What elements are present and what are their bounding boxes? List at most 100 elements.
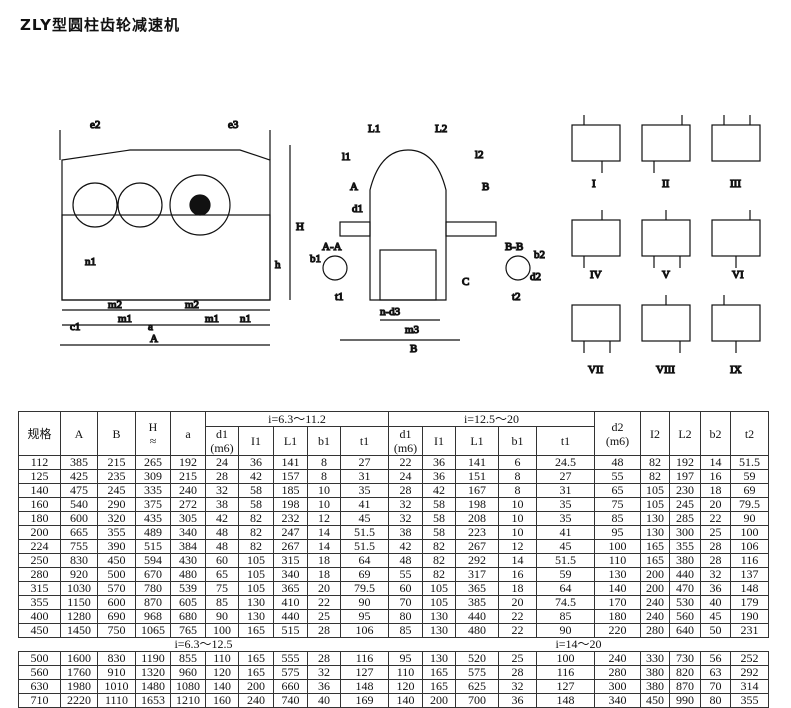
table-cell: 140 bbox=[18, 483, 61, 498]
table-cell: 65 bbox=[594, 483, 641, 498]
label-l2: l2 bbox=[475, 149, 484, 161]
table-cell: 910 bbox=[97, 665, 136, 680]
table-cell: 1320 bbox=[135, 665, 171, 680]
table-cell: 100 bbox=[536, 651, 595, 666]
table-cell: 82 bbox=[238, 511, 274, 526]
table-cell: 1653 bbox=[135, 693, 171, 708]
table-cell: 215 bbox=[97, 455, 136, 470]
table-cell: 85 bbox=[205, 595, 239, 610]
table-cell: 40 bbox=[700, 595, 731, 610]
table-cell: 185 bbox=[273, 483, 308, 498]
table-cell: 59 bbox=[536, 567, 595, 582]
table-cell: 25 bbox=[307, 609, 341, 624]
table-cell: 130 bbox=[640, 511, 670, 526]
table-cell: 215 bbox=[170, 469, 206, 484]
header-B: B bbox=[97, 411, 136, 456]
table-cell: 120 bbox=[205, 665, 239, 680]
table-cell: 105 bbox=[422, 595, 456, 610]
label-A-A: A-A bbox=[322, 241, 342, 253]
table-cell: 105 bbox=[238, 581, 274, 596]
table-cell: 10 bbox=[498, 511, 537, 526]
table-cell: 27 bbox=[536, 469, 595, 484]
table-cell: 390 bbox=[97, 539, 136, 554]
header-b2: b2 bbox=[700, 411, 731, 456]
table-cell: 130 bbox=[422, 623, 456, 638]
label-c1: c1 bbox=[70, 321, 80, 333]
dimension-table: 规格 A B H≈ a i=6.3～11.2 i=12.5～20 d2(m6) … bbox=[18, 411, 769, 708]
table-cell: 830 bbox=[97, 651, 136, 666]
table-cell: 148 bbox=[536, 693, 595, 708]
header-L1: L1 bbox=[273, 426, 308, 456]
table-cell: 247 bbox=[273, 525, 308, 540]
header-t1: t1 bbox=[340, 426, 389, 456]
table-cell: 520 bbox=[455, 651, 499, 666]
table-cell: 105 bbox=[640, 497, 670, 512]
table-cell: 31 bbox=[340, 469, 389, 484]
table-cell: 435 bbox=[135, 511, 171, 526]
table-cell: 20 bbox=[307, 581, 341, 596]
table-cell: 740 bbox=[273, 693, 308, 708]
table-cell: 18 bbox=[307, 567, 341, 582]
table-cell: 200 bbox=[640, 567, 670, 582]
table-cell: 58 bbox=[422, 497, 456, 512]
label-A: A bbox=[150, 333, 158, 345]
table-cell: 38 bbox=[205, 497, 239, 512]
table-cell: 69 bbox=[340, 567, 389, 582]
ratio-range-right: i=14～20 bbox=[388, 637, 769, 652]
table-cell: 870 bbox=[135, 595, 171, 610]
table-cell: 60 bbox=[388, 581, 423, 596]
table-cell: 106 bbox=[730, 539, 769, 554]
table-cell: 160 bbox=[18, 497, 61, 512]
table-cell: 198 bbox=[273, 497, 308, 512]
table-cell: 710 bbox=[18, 693, 61, 708]
table-cell: 80 bbox=[388, 609, 423, 624]
table-cell: 127 bbox=[340, 665, 389, 680]
table-cell: 355 bbox=[669, 539, 701, 554]
table-cell: 130 bbox=[238, 595, 274, 610]
table-cell: 32 bbox=[700, 567, 731, 582]
assembly-arrangements: I II III IV V VI VII VIII IX bbox=[571, 115, 761, 377]
arrangement-VI: VI bbox=[732, 269, 744, 281]
table-cell: 575 bbox=[455, 665, 499, 680]
table-cell: 32 bbox=[498, 679, 537, 694]
table-cell: 41 bbox=[340, 497, 389, 512]
table-cell: 10 bbox=[307, 483, 341, 498]
table-cell: 6 bbox=[498, 455, 537, 470]
table-cell: 14 bbox=[700, 455, 731, 470]
table-cell: 24 bbox=[388, 469, 423, 484]
table-cell: 208 bbox=[455, 511, 499, 526]
table-cell: 90 bbox=[730, 511, 769, 526]
table-cell: 440 bbox=[669, 567, 701, 582]
header-L1-b: L1 bbox=[455, 426, 499, 456]
table-cell: 24 bbox=[205, 455, 239, 470]
table-cell: 79.5 bbox=[340, 581, 389, 596]
label-m2b: m2 bbox=[185, 299, 199, 311]
table-cell: 75 bbox=[205, 581, 239, 596]
table-cell: 36 bbox=[422, 469, 456, 484]
label-t1: t1 bbox=[335, 291, 344, 303]
table-cell: 105 bbox=[238, 553, 274, 568]
header-t1-b: t1 bbox=[536, 426, 595, 456]
table-cell: 58 bbox=[238, 497, 274, 512]
table-cell: 232 bbox=[273, 511, 308, 526]
table-cell: 165 bbox=[640, 553, 670, 568]
table-cell: 151 bbox=[455, 469, 499, 484]
table-cell: 28 bbox=[498, 665, 537, 680]
header-b1: b1 bbox=[307, 426, 341, 456]
arrangement-VII: VII bbox=[588, 364, 604, 376]
table-cell: 16 bbox=[498, 567, 537, 582]
table-cell: 300 bbox=[669, 525, 701, 540]
table-cell: 625 bbox=[455, 679, 499, 694]
table-cell: 125 bbox=[18, 469, 61, 484]
table-cell: 200 bbox=[18, 525, 61, 540]
header-d1-b: d1(m6) bbox=[388, 426, 423, 456]
table-cell: 305 bbox=[170, 511, 206, 526]
table-cell: 32 bbox=[205, 483, 239, 498]
table-cell: 235 bbox=[97, 469, 136, 484]
table-cell: 2220 bbox=[60, 693, 98, 708]
